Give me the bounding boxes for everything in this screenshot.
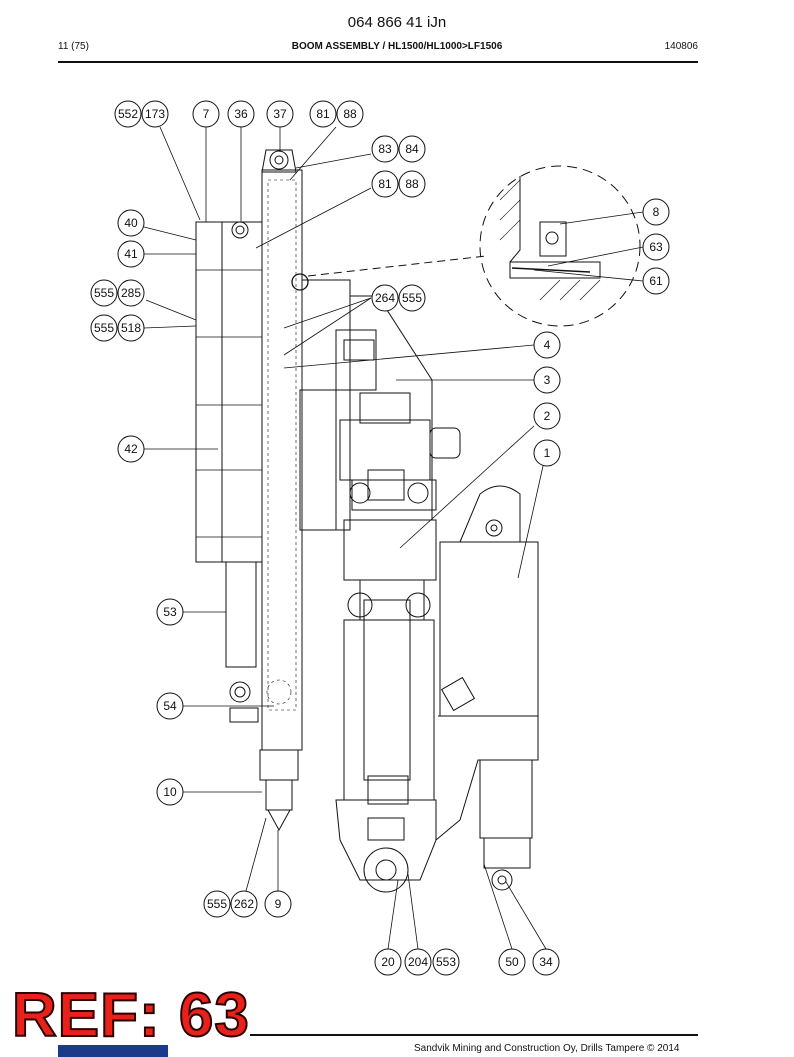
footer-copyright: Sandvik Mining and Construction Oy, Dril… bbox=[414, 1043, 680, 1054]
svg-text:88: 88 bbox=[405, 177, 419, 191]
callout-4: 4 bbox=[533, 331, 561, 359]
svg-text:285: 285 bbox=[121, 286, 141, 300]
svg-text:555: 555 bbox=[94, 321, 114, 335]
callout-555: 555 bbox=[90, 314, 118, 342]
svg-text:173: 173 bbox=[145, 107, 165, 121]
svg-text:83: 83 bbox=[378, 142, 392, 156]
svg-text:555: 555 bbox=[207, 897, 227, 911]
callout-285: 285 bbox=[117, 279, 145, 307]
document-code: 064 866 41 iJn bbox=[347, 14, 447, 31]
callout-20: 20 bbox=[374, 948, 402, 976]
callout-204: 204 bbox=[404, 948, 432, 976]
svg-text:7: 7 bbox=[203, 107, 210, 121]
callout-264: 264 bbox=[371, 284, 399, 312]
callout-84: 84 bbox=[398, 135, 426, 163]
callout-9: 9 bbox=[264, 890, 292, 918]
callout-83: 83 bbox=[371, 135, 399, 163]
svg-text:61: 61 bbox=[649, 274, 663, 288]
svg-text:1: 1 bbox=[544, 446, 551, 460]
callout-3: 3 bbox=[533, 366, 561, 394]
svg-text:63: 63 bbox=[649, 240, 663, 254]
callout-555: 555 bbox=[398, 284, 426, 312]
svg-text:3: 3 bbox=[544, 373, 551, 387]
svg-text:10: 10 bbox=[163, 785, 177, 799]
callout-61: 61 bbox=[642, 267, 670, 295]
callout-88: 88 bbox=[336, 100, 364, 128]
document-date: 140806 bbox=[664, 41, 698, 52]
callout-53: 53 bbox=[156, 598, 184, 626]
callout-10: 10 bbox=[156, 778, 184, 806]
footer-rule bbox=[250, 1034, 698, 1036]
callout-2: 2 bbox=[533, 402, 561, 430]
callout-40: 40 bbox=[117, 209, 145, 237]
svg-text:84: 84 bbox=[405, 142, 419, 156]
svg-text:53: 53 bbox=[163, 605, 177, 619]
callout-81: 81 bbox=[309, 100, 337, 128]
svg-text:8: 8 bbox=[653, 205, 660, 219]
callout-88: 88 bbox=[398, 170, 426, 198]
callout-552: 552 bbox=[114, 100, 142, 128]
svg-text:54: 54 bbox=[163, 699, 177, 713]
callout-36: 36 bbox=[227, 100, 255, 128]
svg-text:81: 81 bbox=[316, 107, 330, 121]
pivot-bearing bbox=[363, 847, 409, 893]
svg-text:81: 81 bbox=[378, 177, 392, 191]
detail-view bbox=[479, 165, 641, 327]
svg-text:4: 4 bbox=[544, 338, 551, 352]
svg-text:555: 555 bbox=[94, 286, 114, 300]
svg-text:88: 88 bbox=[343, 107, 357, 121]
svg-text:36: 36 bbox=[234, 107, 248, 121]
svg-text:9: 9 bbox=[275, 897, 282, 911]
svg-text:50: 50 bbox=[505, 955, 519, 969]
svg-text:20: 20 bbox=[381, 955, 395, 969]
reference-stamp: REF: 63 bbox=[11, 981, 250, 1050]
callout-7: 7 bbox=[192, 100, 220, 128]
svg-text:204: 204 bbox=[408, 955, 428, 969]
callout-262: 262 bbox=[230, 890, 258, 918]
callout-518: 518 bbox=[117, 314, 145, 342]
svg-text:40: 40 bbox=[124, 216, 138, 230]
callout-173: 173 bbox=[141, 100, 169, 128]
callout-54: 54 bbox=[156, 692, 184, 720]
callout-1: 1 bbox=[533, 439, 561, 467]
callout-34: 34 bbox=[532, 948, 560, 976]
brand-logo bbox=[58, 1045, 168, 1057]
callout-63: 63 bbox=[642, 233, 670, 261]
svg-text:555: 555 bbox=[402, 291, 422, 305]
page-title: BOOM ASSEMBLY / HL1500/HL1000>LF1506 bbox=[291, 41, 503, 52]
callout-41: 41 bbox=[117, 240, 145, 268]
svg-text:34: 34 bbox=[539, 955, 553, 969]
callout-37: 37 bbox=[266, 100, 294, 128]
callout-50: 50 bbox=[498, 948, 526, 976]
feed-cylinder bbox=[225, 561, 257, 668]
callout-555: 555 bbox=[203, 890, 231, 918]
lift-cylinder bbox=[363, 599, 411, 781]
svg-text:42: 42 bbox=[124, 442, 138, 456]
svg-text:518: 518 bbox=[121, 321, 141, 335]
svg-text:264: 264 bbox=[375, 291, 395, 305]
svg-text:552: 552 bbox=[118, 107, 138, 121]
callout-42: 42 bbox=[117, 435, 145, 463]
svg-text:37: 37 bbox=[273, 107, 287, 121]
callout-555: 555 bbox=[90, 279, 118, 307]
header-rule bbox=[58, 61, 698, 63]
svg-text:41: 41 bbox=[124, 247, 138, 261]
svg-text:553: 553 bbox=[436, 955, 456, 969]
page-number: 11 (75) bbox=[58, 41, 89, 52]
feed-rail bbox=[195, 221, 223, 563]
svg-text:262: 262 bbox=[234, 897, 254, 911]
svg-text:2: 2 bbox=[544, 409, 551, 423]
callout-81: 81 bbox=[371, 170, 399, 198]
callout-553: 553 bbox=[432, 948, 460, 976]
callout-8: 8 bbox=[642, 198, 670, 226]
